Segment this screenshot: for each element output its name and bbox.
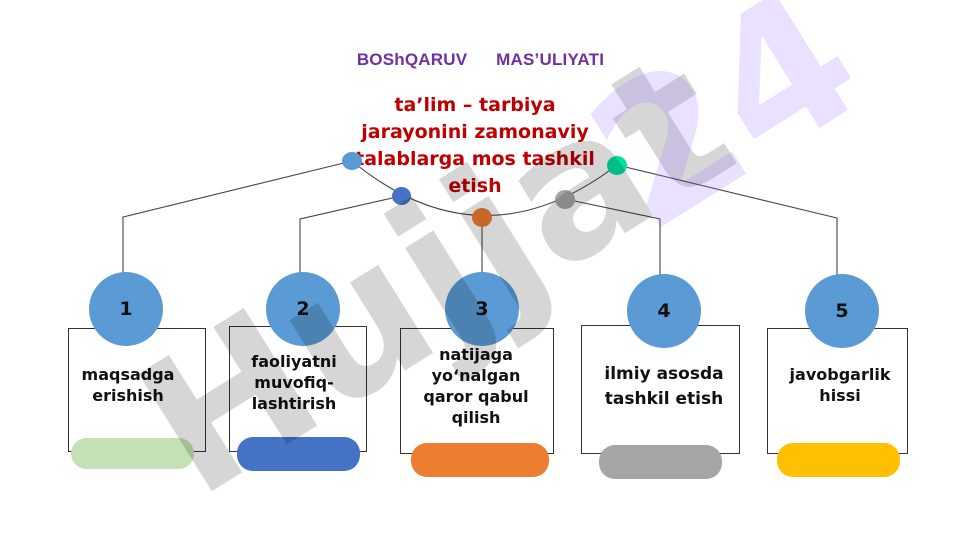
item-number-circle-3: 3 xyxy=(445,272,519,346)
item-number-circle-4: 4 xyxy=(627,274,701,348)
item-number-circle-2: 2 xyxy=(266,272,340,346)
item-box-2 xyxy=(229,326,367,452)
connector-to-5 xyxy=(616,164,838,276)
node-dot-left xyxy=(342,152,362,170)
diagram-title: BOShQARUV MAS’ULIYATI xyxy=(0,50,961,70)
item-text-1: maqsadga erishish xyxy=(81,365,175,405)
title-part1: BOShQARUV xyxy=(356,50,468,69)
item-box-1 xyxy=(68,328,206,452)
item-text-5: javobgarlik hissi xyxy=(789,365,891,405)
node-dot-mid-left xyxy=(392,187,411,205)
node-dot-right xyxy=(607,156,627,175)
item-pill-2 xyxy=(237,437,360,471)
item-box-3 xyxy=(400,328,554,454)
item-box-5 xyxy=(767,328,908,454)
item-number-circle-5: 5 xyxy=(805,274,879,348)
connector-to-1 xyxy=(122,160,353,274)
item-pill-4 xyxy=(599,445,722,479)
item-text-4: ilmiy asosda tashkil etish xyxy=(604,364,724,409)
item-text-2: faoliyatni muvofiq-lashtirish xyxy=(251,352,337,413)
title-part2: MAS’ULIYATI xyxy=(496,50,605,69)
item-pill-5 xyxy=(777,443,900,477)
item-text-3: natijaga yo‘nalgan qaror qabul qilish xyxy=(423,345,529,427)
item-pill-3 xyxy=(411,443,549,477)
node-dot-mid xyxy=(472,208,492,227)
node-dot-mid-right xyxy=(555,190,575,209)
item-pill-1 xyxy=(71,438,194,469)
central-concept: ta’lim – tarbiya jarayonini zamonaviy ta… xyxy=(355,94,595,197)
connector-to-4 xyxy=(564,198,661,276)
item-number-circle-1: 1 xyxy=(89,272,163,346)
connector-to-2 xyxy=(299,195,402,274)
